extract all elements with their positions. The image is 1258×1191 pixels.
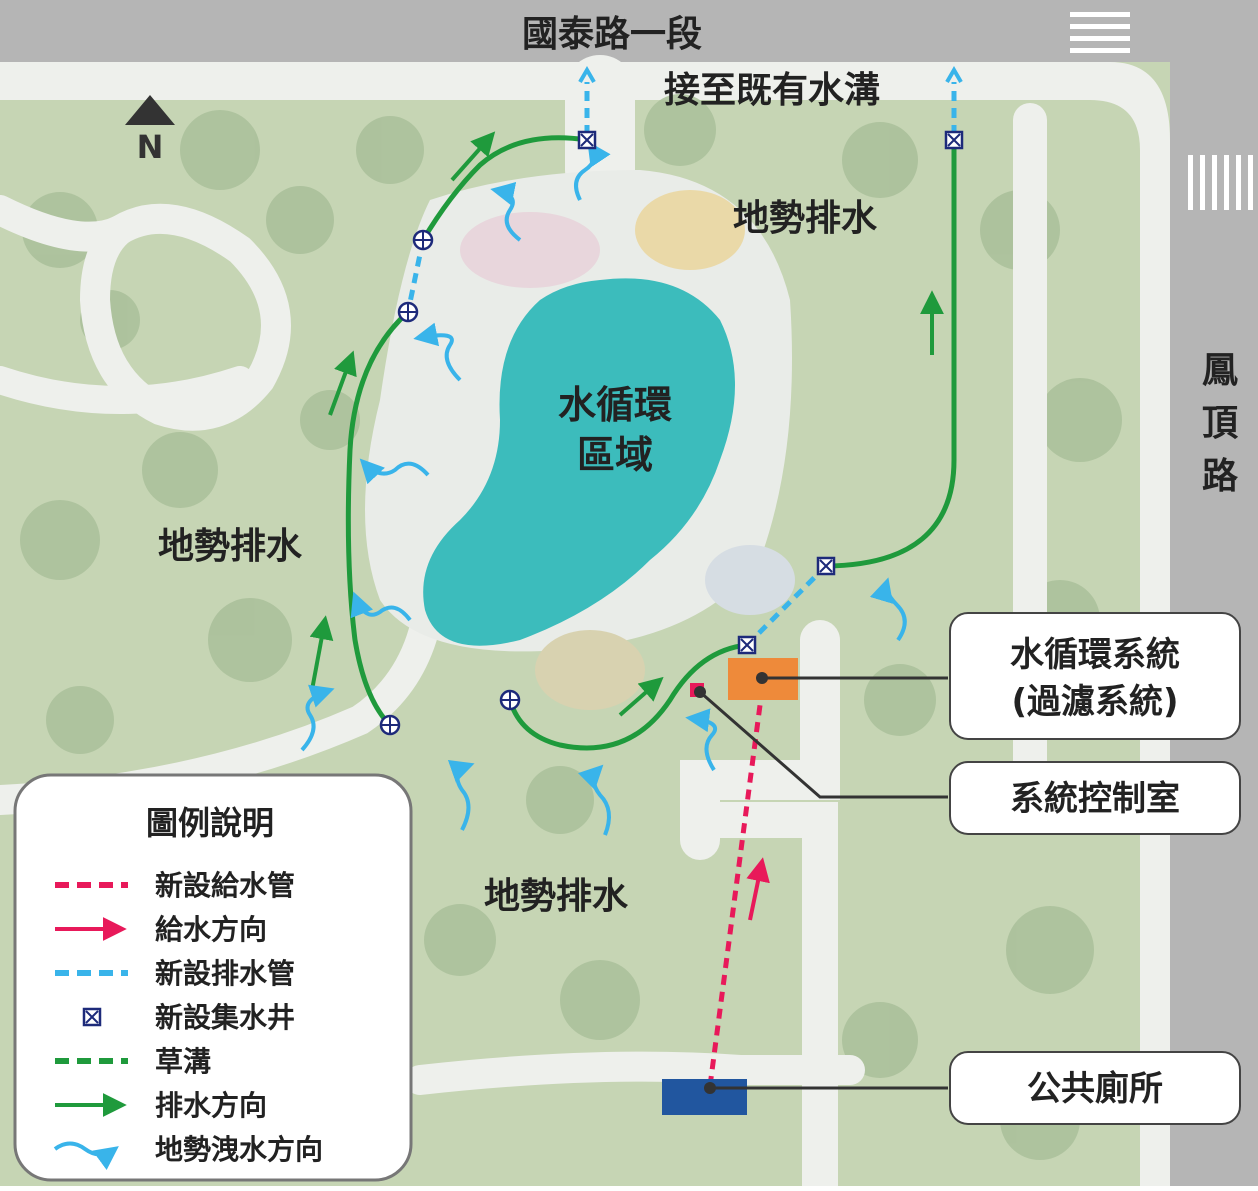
callout-dot (756, 672, 768, 684)
callout-water-system-line2: (過濾系統) (1011, 682, 1178, 722)
callout-toilet (949, 1051, 1241, 1125)
well-icon (577, 130, 597, 150)
north-arrow-icon: N (125, 95, 175, 166)
pond (423, 278, 735, 646)
runoff-arrows (300, 141, 907, 836)
east-road-char-1: 鳳 (1202, 350, 1238, 391)
legend-symbol-box-x (82, 1007, 102, 1027)
legend-item-label: 草溝 (155, 1045, 211, 1078)
well-icon (499, 689, 521, 711)
grass-swales (345, 135, 957, 751)
callout-water-system (949, 612, 1241, 740)
north-road-label: 國泰路一段 (522, 14, 702, 55)
well-icon (379, 714, 401, 736)
legend-item-label: 地勢洩水方向 (155, 1133, 323, 1166)
legend-item-label: 新設排水管 (155, 957, 295, 990)
callout-toilet-text: 公共廁所 (1027, 1069, 1163, 1109)
callout-water-system-line1: 水循環系統 (1010, 635, 1180, 675)
toilet-building (662, 1079, 747, 1115)
legend-title: 圖例說明 (146, 804, 274, 842)
legend-box (13, 773, 413, 1182)
terrain-drain-label-ne: 地勢排水 (733, 198, 878, 239)
outlet-arrows (578, 66, 963, 84)
legend-symbol-wave-blue (53, 1141, 119, 1171)
pond-label-line2: 區域 (577, 433, 653, 477)
well-icon (397, 301, 419, 323)
supply-direction-arrow (746, 857, 770, 921)
crosswalk-east (1188, 155, 1253, 210)
well-icon (737, 635, 757, 655)
playground-northeast (635, 190, 745, 270)
well-icon (816, 556, 836, 576)
callout-dot (694, 686, 706, 698)
legend-item-label: 給水方向 (155, 913, 267, 946)
callout-dot (704, 1082, 716, 1094)
svg-text:N: N (137, 128, 164, 166)
callout-control-room (949, 761, 1241, 835)
well-icon (944, 130, 964, 150)
east-road-char-2: 頂 (1202, 403, 1239, 444)
playground-north (460, 212, 600, 288)
north-road (0, 0, 1258, 62)
outlet-label: 接至既有水溝 (664, 70, 880, 111)
pond-label-line1: 水循環 (558, 383, 672, 427)
legend-item-label: 新設給水管 (155, 869, 295, 902)
east-road-label: 鳳 頂 路 (1202, 350, 1239, 497)
drain-pipes (405, 82, 957, 647)
gear-play-area (705, 545, 795, 615)
supply-pipe (707, 689, 765, 1087)
playground-south (535, 630, 645, 710)
crosswalk-north (1070, 12, 1130, 53)
callout-control-room-text: 系統控制室 (1010, 779, 1180, 819)
legend: 圖例說明 新設給水管 給水方向 新設排水管 新設集水井 草溝 排水方向 地勢洩水… (13, 773, 413, 1182)
drainage-direction-arrows (309, 131, 944, 717)
legend-item-label: 排水方向 (155, 1089, 267, 1122)
legend-item-label: 新設集水井 (155, 1001, 295, 1034)
callout-leaders (699, 676, 948, 1090)
well-icon (412, 229, 434, 251)
terrain-drain-label-s: 地勢排水 (484, 876, 629, 917)
east-road-char-3: 路 (1202, 456, 1239, 497)
terrain-drain-label-w: 地勢排水 (158, 526, 303, 567)
